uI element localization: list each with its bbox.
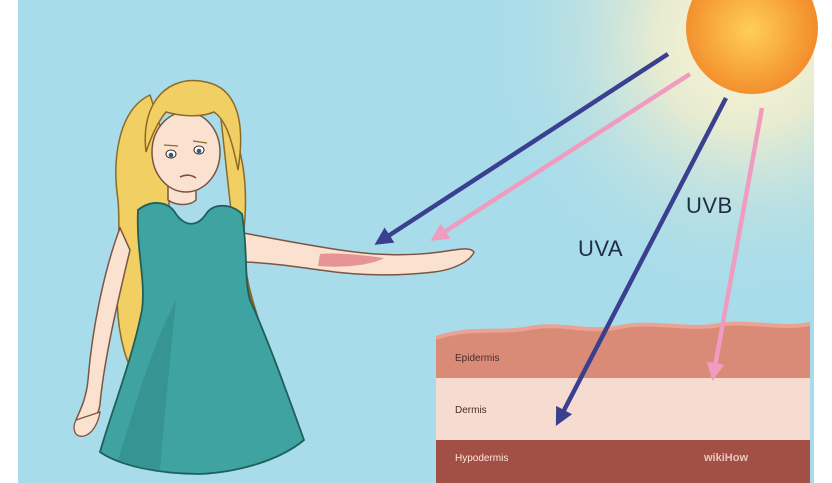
- watermark-logo: wikiHow: [704, 452, 748, 464]
- dermis-layer: [436, 378, 810, 440]
- face: [152, 112, 220, 192]
- epidermis-label: Epidermis: [455, 353, 499, 364]
- hypodermis-label: Hypodermis: [455, 453, 508, 464]
- dermis-label: Dermis: [455, 405, 487, 416]
- uvb-label: UVB: [686, 193, 733, 219]
- left-margin: [0, 0, 18, 483]
- right-margin: [814, 0, 832, 483]
- uva-label: UVA: [578, 236, 623, 262]
